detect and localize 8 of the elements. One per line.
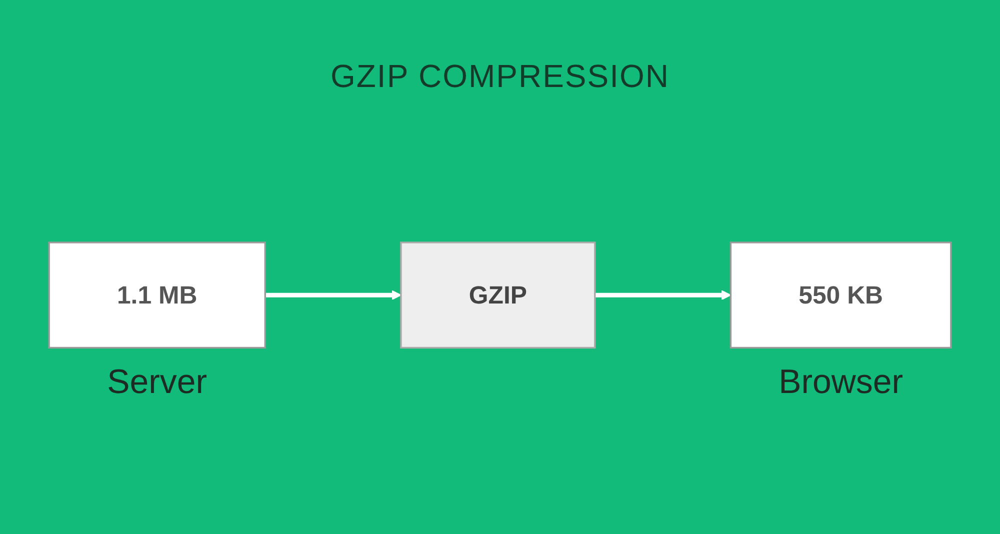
arrow xyxy=(265,290,402,300)
node-caption: Browser xyxy=(778,363,904,401)
node-box: GZIP xyxy=(400,242,596,349)
node-box: 550 KB xyxy=(730,242,952,349)
node-box: 1.1 MB xyxy=(48,242,266,349)
title: GZIP COMPRESSION xyxy=(329,58,670,95)
arrow xyxy=(594,290,732,300)
node-caption: Server xyxy=(107,363,208,401)
